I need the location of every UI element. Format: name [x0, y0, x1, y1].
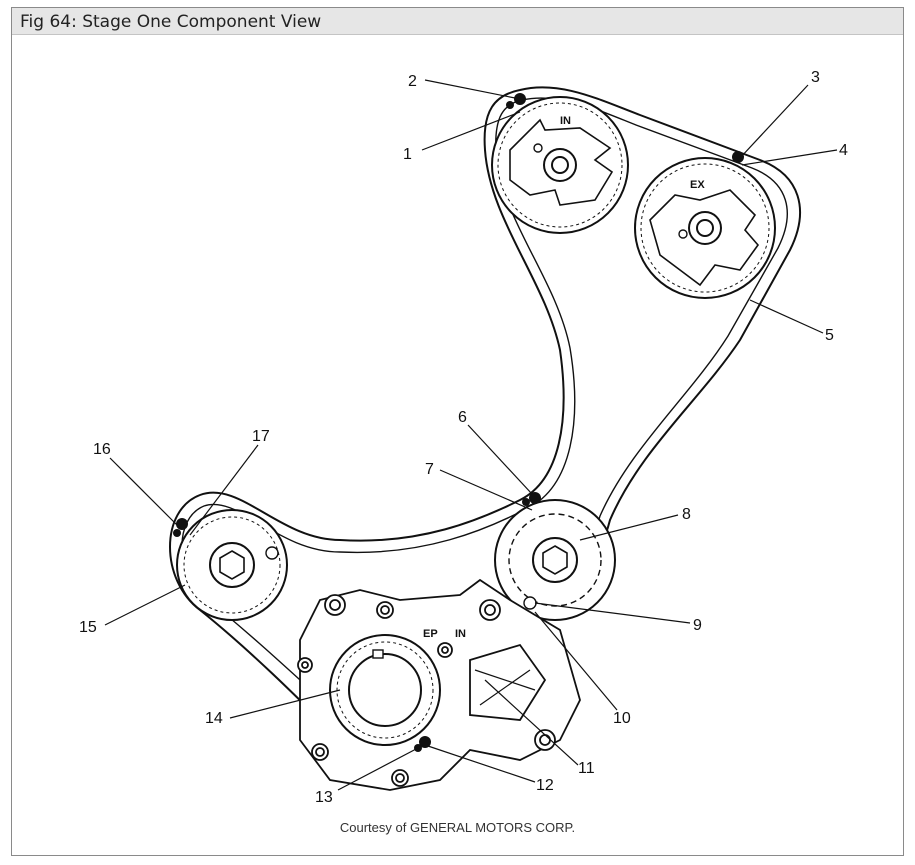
callout-15: 15	[79, 619, 97, 636]
callout-13: 13	[315, 789, 333, 806]
callout-14: 14	[205, 710, 223, 727]
callout-10: 10	[613, 710, 631, 727]
ep-mark: EP	[423, 628, 438, 640]
timing-chain	[169, 86, 801, 765]
exhaust-mark: EX	[690, 179, 705, 191]
timing-chain-inner	[181, 97, 788, 749]
figure-titlebar: Fig 64: Stage One Component View	[12, 8, 903, 35]
callout-2: 2	[408, 73, 417, 90]
callout-1: 1	[403, 146, 412, 163]
callout-8: 8	[682, 506, 691, 523]
chain-marks	[173, 93, 744, 752]
figure-credit: Courtesy of GENERAL MOTORS CORP.	[339, 820, 576, 835]
callout-5: 5	[825, 327, 834, 344]
callout-7: 7	[425, 461, 434, 478]
callout-9: 9	[693, 617, 702, 634]
leader-lines	[104, 79, 838, 791]
in-small-mark: IN	[455, 628, 466, 640]
callout-labels: 1 2 3 4 5 6 7 8 9 10 11 12 13 14 15 16 1…	[79, 69, 848, 806]
intake-mark: IN	[560, 115, 571, 127]
left-sprocket	[176, 509, 288, 621]
idler-sprocket	[494, 499, 616, 621]
figure-title: Fig 64: Stage One Component View	[20, 12, 322, 32]
callout-16: 16	[93, 441, 111, 458]
crankshaft-sprocket	[329, 634, 441, 746]
callout-6: 6	[458, 409, 467, 426]
callout-12: 12	[536, 777, 554, 794]
callout-11: 11	[578, 760, 595, 777]
intake-camshaft-sprocket: IN	[491, 96, 629, 234]
callout-3: 3	[811, 69, 820, 86]
callout-4: 4	[839, 142, 848, 159]
exhaust-camshaft-sprocket: EX	[634, 157, 776, 299]
callout-17: 17	[252, 428, 270, 445]
